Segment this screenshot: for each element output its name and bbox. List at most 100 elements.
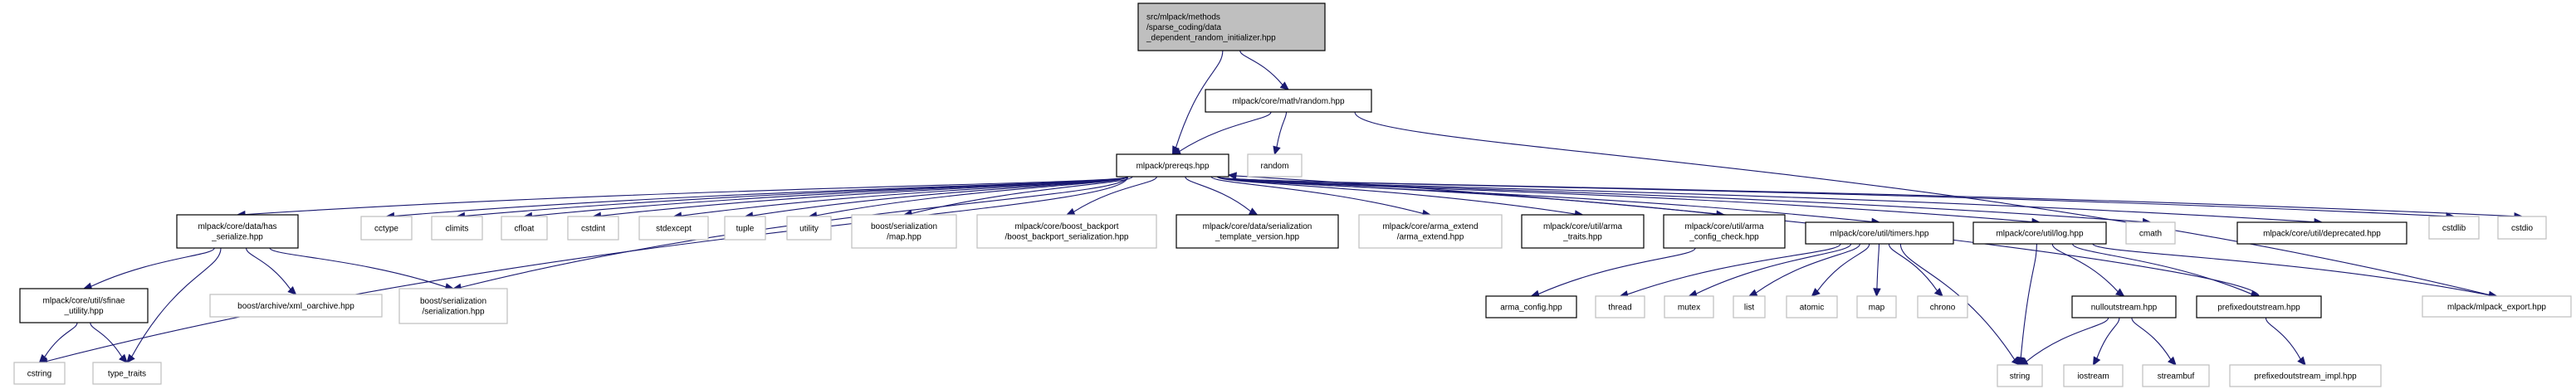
arrowhead-icon: [2016, 356, 2026, 367]
edge-line: [2072, 243, 2252, 295]
arrowhead-icon: [1933, 287, 1943, 297]
node-nulloutstream[interactable]: nulloutstream.hpp: [2071, 295, 2177, 318]
node-label: iostream: [2077, 372, 2109, 381]
edge-root-to-random-hpp: [1239, 50, 1289, 90]
node-label: /serialization.hpp: [422, 308, 484, 317]
node-map: map: [1856, 295, 1897, 318]
node-list: list: [1733, 295, 1766, 318]
nodes-layer: src/mlpack/methods/sparse_coding/data_de…: [13, 2, 2572, 387]
node-label: mlpack/core/boost_backport: [1014, 222, 1118, 231]
node-boost-backport: mlpack/core/boost_backport/boost_backpor…: [976, 214, 1157, 249]
edge-nulloutstream-to-streambuf: [2131, 317, 2177, 366]
node-type-traits: type_traits: [92, 362, 162, 385]
node-label: cstdlib: [2442, 224, 2466, 233]
node-prefixedoutstream[interactable]: prefixedoutstream.hpp: [2196, 295, 2322, 318]
node-label: mutex: [1678, 303, 1700, 312]
node-cmath: cmath: [2125, 221, 2176, 245]
node-label: thread: [1608, 303, 1631, 312]
node-box: [567, 216, 619, 241]
edge-has-serialize-to-boost-ser: [269, 247, 455, 291]
node-streambuf: streambuf: [2142, 364, 2210, 387]
node-box: [1997, 364, 2043, 387]
node-box: [1247, 153, 1303, 177]
node-box: [92, 362, 162, 385]
node-timers[interactable]: mlpack/core/util/timers.hpp: [1805, 221, 1954, 245]
arrowhead-icon: [1747, 289, 1758, 297]
node-label: list: [1744, 303, 1754, 312]
node-sfinae[interactable]: mlpack/core/util/sfinae_utility.hpp: [19, 288, 149, 323]
node-boost-map: boost/serialization/map.hpp: [851, 214, 957, 249]
node-arma-config-check[interactable]: mlpack/core/util/arma_config_check.hpp: [1663, 214, 1786, 249]
edge-line: [1816, 243, 1870, 292]
node-ser-template[interactable]: mlpack/core/data/serialization_template_…: [1176, 214, 1339, 249]
edge-line: [1899, 243, 2016, 360]
node-cstdlib: cstdlib: [2428, 216, 2480, 240]
node-box: [2196, 295, 2322, 318]
edge-line: [2051, 243, 2119, 293]
node-climits: climits: [431, 216, 483, 241]
node-iostream: iostream: [2063, 364, 2124, 387]
node-label: /map.hpp: [887, 233, 921, 242]
node-arma-traits[interactable]: mlpack/core/util/arma_traits.hpp: [1521, 214, 1645, 249]
node-label: tuple: [736, 224, 755, 233]
edge-prereqs-to-cstdlib: [1216, 176, 2456, 221]
edge-timers-to-chrono: [1888, 243, 1943, 297]
node-label: climits: [446, 224, 469, 233]
node-cfloat: cfloat: [501, 216, 548, 241]
node-prefixed-impl: prefixedoutstream_impl.hpp: [2229, 364, 2382, 387]
node-mutex: mutex: [1664, 295, 1714, 318]
node-label: atomic: [1800, 303, 1824, 312]
edge-has-serialize-to-type-traits: [126, 247, 222, 363]
node-stdexcept: stdexcept: [638, 216, 709, 241]
node-label: cstring: [27, 369, 51, 378]
edge-timers-to-list: [1747, 243, 1860, 297]
node-label: _utility.hpp: [63, 307, 104, 316]
node-root[interactable]: src/mlpack/methods/sparse_coding/data_de…: [1137, 2, 1326, 51]
node-label: mlpack/core/util/sfinae: [43, 297, 125, 306]
node-chrono: chrono: [1917, 295, 1968, 318]
edge-line: [816, 176, 1129, 216]
arrowhead-icon: [2297, 356, 2306, 366]
edge-line: [1354, 111, 2490, 296]
node-box: [1116, 153, 1229, 177]
node-random-hpp[interactable]: mlpack/core/math/random.hpp: [1205, 89, 1372, 113]
arrowhead-icon: [38, 353, 48, 363]
node-box: [2229, 364, 2382, 387]
node-box: [2428, 216, 2480, 240]
node-label: /boost_backport_serialization.hpp: [1005, 233, 1129, 242]
node-box: [1521, 214, 1645, 249]
edge-line: [2131, 317, 2172, 360]
node-label: nulloutstream.hpp: [2091, 303, 2158, 312]
node-label: utility: [799, 224, 819, 233]
node-log[interactable]: mlpack/core/util/log.hpp: [1972, 221, 2107, 245]
node-deprecated[interactable]: mlpack/core/util/deprecated.hpp: [2236, 221, 2407, 245]
node-arma-config[interactable]: arma_config.hpp: [1485, 295, 1577, 318]
node-box: [176, 214, 299, 249]
arrowhead-icon: [2168, 356, 2177, 366]
arrowhead-icon: [287, 286, 297, 295]
node-utility: utility: [786, 216, 832, 241]
node-box: [1663, 214, 1786, 249]
node-prereqs[interactable]: mlpack/prereqs.hpp: [1116, 153, 1229, 177]
edge-prereqs-to-ser-template: [1185, 176, 1259, 216]
node-box: [1358, 214, 1503, 249]
edge-line: [131, 247, 222, 357]
edge-line: [1073, 176, 1157, 212]
node-string: string: [1997, 364, 2043, 387]
node-box: [2125, 221, 2176, 245]
node-box: [976, 214, 1157, 249]
node-label: string: [2010, 372, 2030, 381]
node-box: [1176, 214, 1339, 249]
edge-line: [1185, 176, 1251, 212]
node-label: mlpack/core/util/timers.hpp: [1831, 229, 1929, 238]
edge-line: [1276, 111, 1288, 148]
edge-timers-to-map: [1873, 243, 1881, 298]
node-box: [1595, 295, 1645, 318]
node-box: [2071, 295, 2177, 318]
node-has-serialize[interactable]: mlpack/core/data/has_serialize.hpp: [176, 214, 299, 249]
node-label: boost/serialization: [871, 222, 937, 231]
node-box: [2236, 221, 2407, 245]
edge-sfinae-to-type-traits: [90, 322, 128, 363]
node-label: mlpack/core/math/random.hpp: [1232, 97, 1345, 106]
edge-has-serialize-to-sfinae: [82, 247, 215, 290]
